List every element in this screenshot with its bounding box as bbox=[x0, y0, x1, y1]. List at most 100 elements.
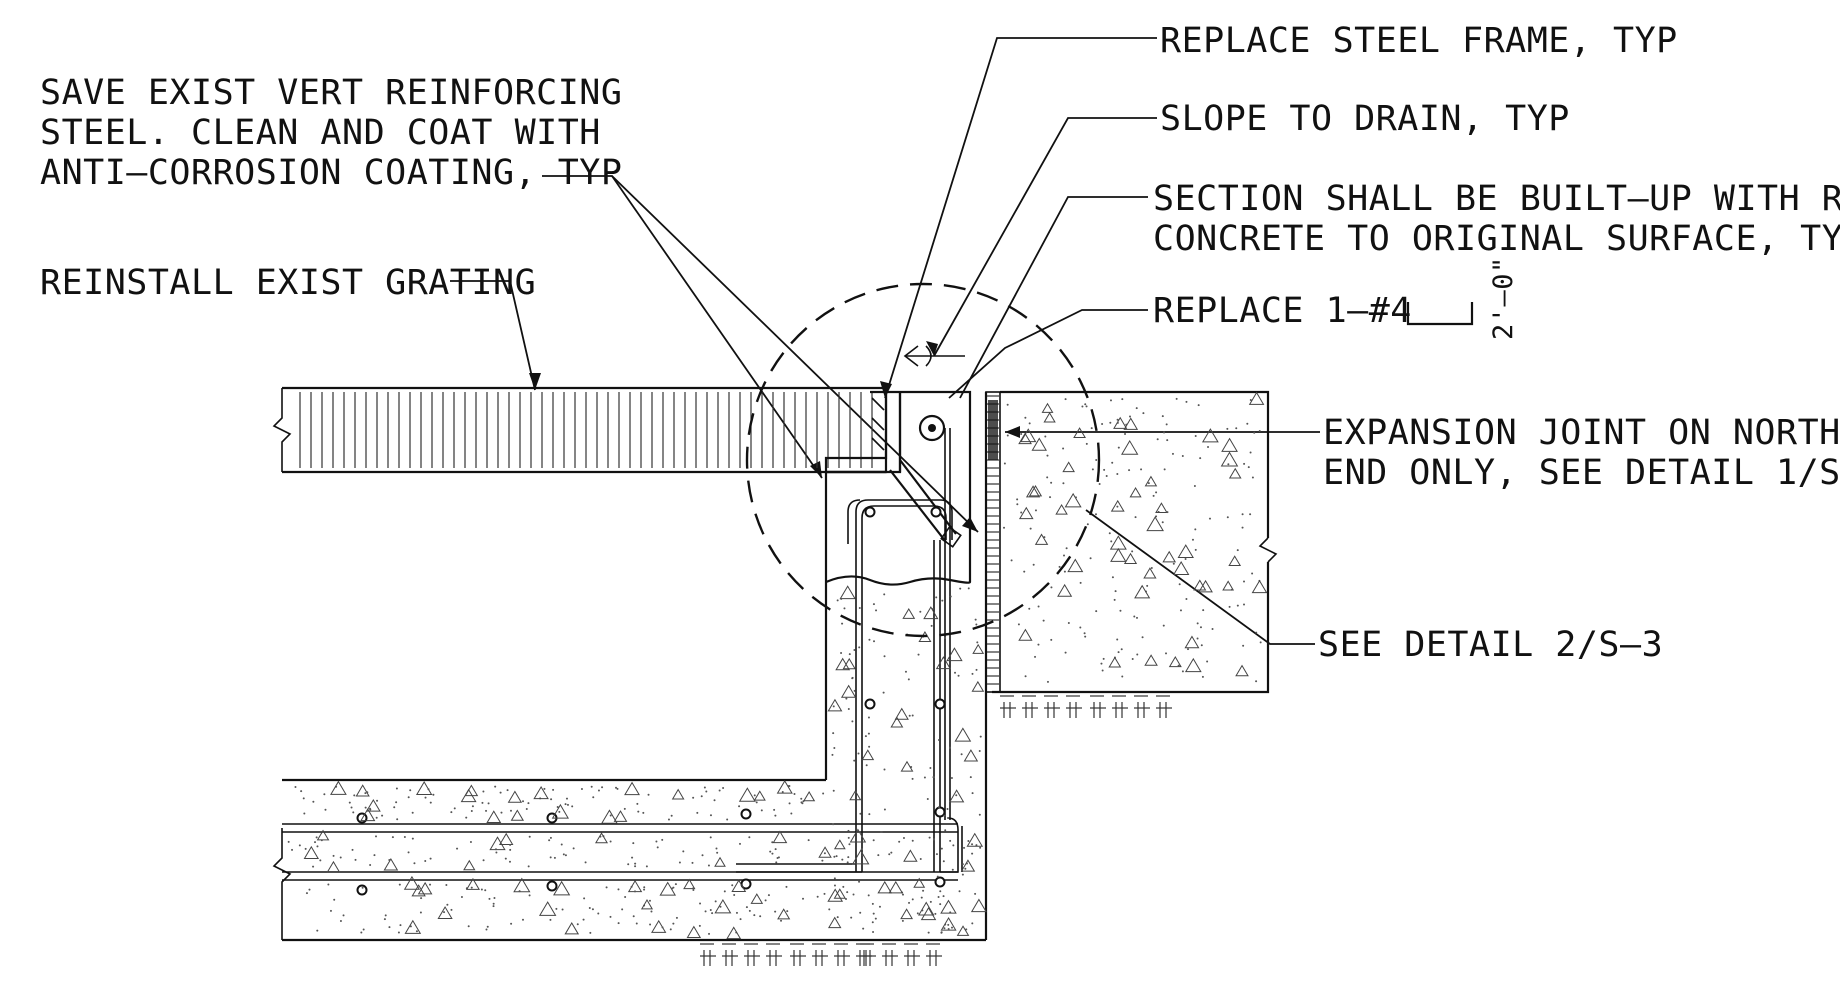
aggregate-speck bbox=[852, 893, 855, 896]
aggregate-stone bbox=[963, 749, 979, 762]
aggregate-speck bbox=[862, 927, 865, 930]
rebar-dot bbox=[930, 506, 942, 518]
aggregate-speck bbox=[525, 808, 528, 811]
aggregate-speck bbox=[494, 785, 497, 788]
aggregate-stone bbox=[750, 893, 764, 904]
aggregate-speck bbox=[621, 908, 624, 911]
aggregate-speck bbox=[471, 805, 474, 808]
aggregate-speck bbox=[632, 915, 635, 918]
aggregate-speck bbox=[971, 672, 974, 675]
aggregate-speck bbox=[882, 691, 885, 694]
aggregate-stone bbox=[970, 898, 987, 913]
aggregate-speck bbox=[911, 898, 914, 901]
aggregate-stone bbox=[1028, 485, 1043, 497]
aggregate-stone bbox=[1220, 451, 1239, 467]
aggregate-speck bbox=[648, 899, 651, 902]
aggregate-stone bbox=[360, 808, 376, 822]
aggregate-speck bbox=[353, 794, 356, 797]
aggregate-speck bbox=[518, 890, 521, 893]
aggregate-speck bbox=[661, 838, 664, 841]
aggregate-speck bbox=[1095, 458, 1098, 461]
aggregate-speck bbox=[941, 599, 944, 602]
aggregate-speck bbox=[929, 767, 932, 770]
aggregate-speck bbox=[590, 785, 593, 788]
aggregate-speck bbox=[957, 674, 960, 677]
aggregate-stone bbox=[507, 790, 523, 803]
aggregate-speck bbox=[961, 863, 964, 866]
aggregate-speck bbox=[907, 678, 910, 681]
aggregate-speck bbox=[958, 890, 961, 893]
aggregate-speck bbox=[785, 885, 788, 888]
aggregate-speck bbox=[1166, 511, 1169, 514]
aggregate-speck bbox=[492, 902, 495, 905]
aggregate-stone bbox=[888, 880, 904, 894]
aggregate-speck bbox=[853, 759, 856, 762]
aggregate-speck bbox=[955, 794, 958, 797]
aggregate-speck bbox=[549, 836, 552, 839]
aggregate-stone bbox=[463, 859, 476, 871]
aggregate-stone bbox=[404, 919, 422, 934]
aggregate-speck bbox=[429, 857, 432, 860]
concrete-aggregate bbox=[287, 391, 1268, 940]
aggregate-stone bbox=[946, 647, 963, 662]
aggregate-speck bbox=[617, 888, 620, 891]
aggregate-speck bbox=[700, 795, 703, 798]
aggregate-speck bbox=[1050, 481, 1053, 484]
note-bar-length: 2'–0" bbox=[1488, 256, 1519, 340]
aggregate-speck bbox=[1193, 484, 1196, 487]
concrete-outlines bbox=[272, 390, 1278, 942]
aggregate-speck bbox=[872, 912, 875, 915]
aggregate-speck bbox=[1119, 609, 1122, 612]
aggregate-speck bbox=[560, 843, 563, 846]
aggregate-speck bbox=[342, 914, 345, 917]
aggregate-stone bbox=[326, 860, 341, 873]
aggregate-speck bbox=[904, 670, 907, 673]
aggregate-speck bbox=[550, 798, 553, 801]
aggregate-stone bbox=[1228, 555, 1242, 567]
aggregate-stone bbox=[1184, 657, 1202, 673]
aggregate-speck bbox=[833, 884, 836, 887]
aggregate-speck bbox=[637, 810, 640, 813]
aggregate-speck bbox=[975, 623, 978, 626]
aggregate-speck bbox=[467, 925, 470, 928]
aggregate-stone bbox=[1198, 579, 1213, 593]
aggregate-speck bbox=[858, 880, 861, 883]
aggregate-speck bbox=[939, 903, 942, 906]
aggregate-speck bbox=[509, 848, 512, 851]
aggregate-speck bbox=[323, 793, 326, 796]
aggregate-speck bbox=[1028, 422, 1031, 425]
aggregate-speck bbox=[902, 837, 905, 840]
aggregate-speck bbox=[951, 868, 954, 871]
aggregate-speck bbox=[1241, 513, 1244, 516]
aggregate-speck bbox=[1243, 603, 1246, 606]
aggregate-speck bbox=[935, 853, 938, 856]
note-replace-steel-frame: REPLACE STEEL FRAME, TYP bbox=[1160, 21, 1678, 61]
aggregate-speck bbox=[1028, 607, 1031, 610]
aggregate-speck bbox=[320, 839, 323, 842]
aggregate-speck bbox=[527, 802, 530, 805]
aggregate-speck bbox=[1116, 421, 1119, 424]
aggregate-speck bbox=[470, 809, 473, 812]
aggregate-stone bbox=[776, 779, 793, 794]
slope-arrow bbox=[903, 345, 965, 367]
aggregate-speck bbox=[427, 788, 430, 791]
aggregate-speck bbox=[303, 812, 306, 815]
aggregate-speck bbox=[776, 857, 779, 860]
aggregate-stone bbox=[894, 707, 909, 720]
aggregate-speck bbox=[949, 839, 952, 842]
aggregate-speck bbox=[397, 931, 400, 934]
aggregate-speck bbox=[883, 808, 886, 811]
aggregate-speck bbox=[1185, 597, 1188, 600]
aggregate-speck bbox=[445, 883, 448, 886]
aggregate-speck bbox=[916, 912, 919, 915]
aggregate-speck bbox=[543, 787, 546, 790]
aggregate-speck bbox=[631, 856, 634, 859]
aggregate-speck bbox=[312, 865, 315, 868]
aggregate-speck bbox=[698, 924, 701, 927]
aggregate-stone bbox=[948, 789, 965, 803]
aggregate-speck bbox=[636, 802, 639, 805]
aggregate-speck bbox=[1079, 626, 1082, 629]
aggregate-speck bbox=[591, 908, 594, 911]
aggregate-speck bbox=[549, 918, 552, 921]
aggregate-speck bbox=[643, 888, 646, 891]
